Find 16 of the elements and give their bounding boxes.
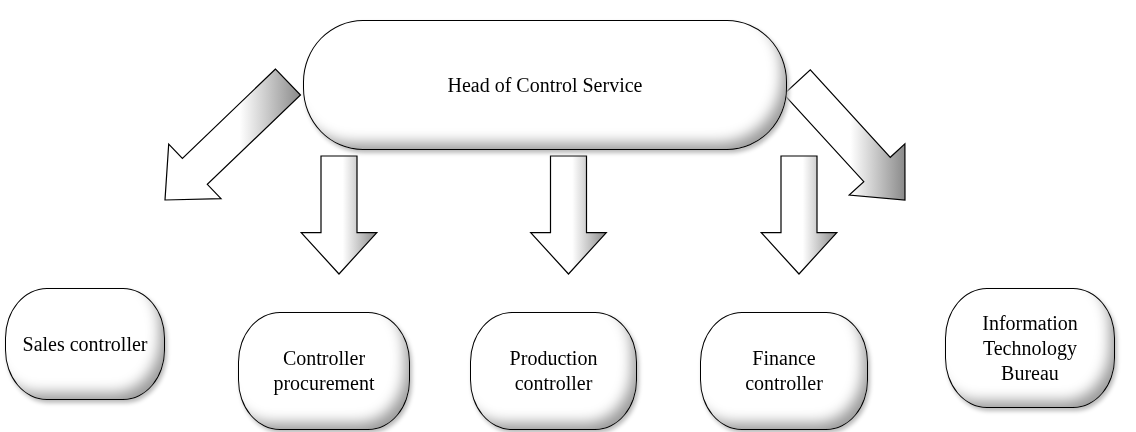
node-label: Information Technology Bureau bbox=[981, 310, 1079, 386]
role-node bbox=[945, 288, 1115, 408]
role-node bbox=[700, 312, 868, 430]
head-node bbox=[303, 20, 787, 150]
block-arrow bbox=[759, 155, 839, 275]
block-arrow bbox=[164, 68, 302, 201]
block-arrow bbox=[529, 155, 608, 275]
node-label: Finance controller bbox=[744, 346, 824, 396]
node-label: Production controller bbox=[508, 346, 599, 396]
role-node bbox=[238, 312, 410, 430]
role-node bbox=[5, 288, 165, 400]
node-label: Head of Control Service bbox=[447, 72, 643, 98]
node-label: Sales controller bbox=[22, 331, 148, 357]
node-label: Controller procurement bbox=[272, 346, 376, 396]
role-node bbox=[470, 312, 637, 430]
block-arrow bbox=[299, 155, 379, 275]
